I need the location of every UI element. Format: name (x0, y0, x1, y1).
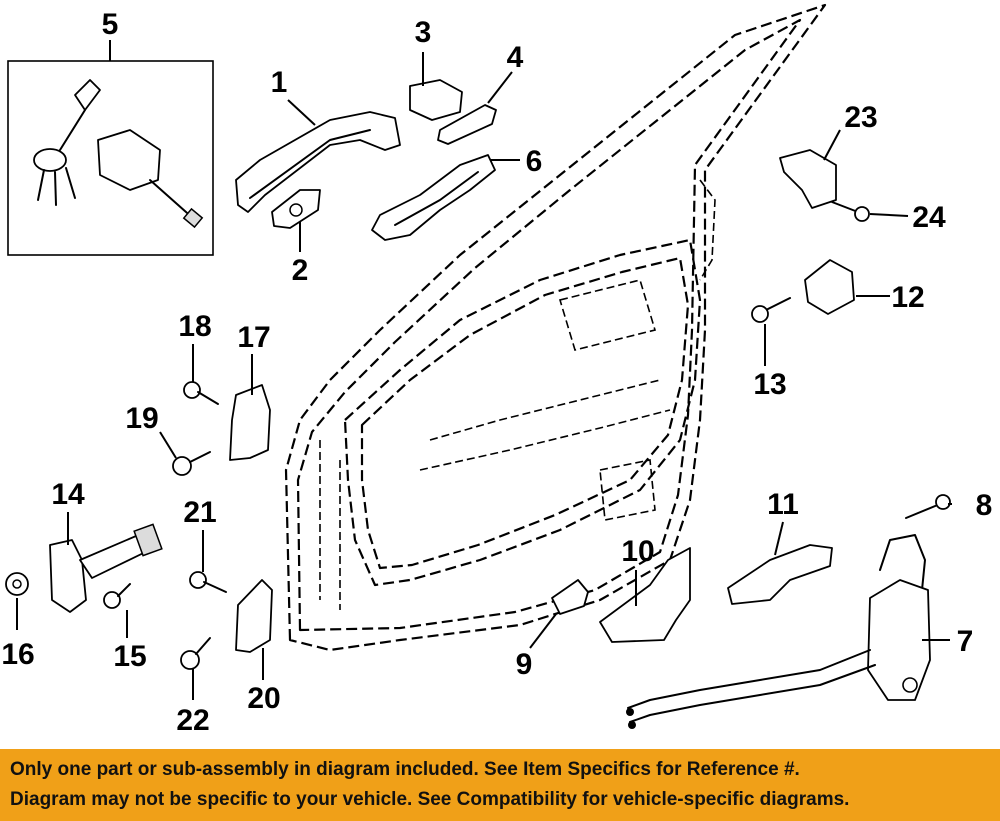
callout-10: 10 (621, 535, 654, 568)
callout-5: 5 (102, 8, 119, 41)
callout-15: 15 (113, 640, 146, 673)
bolt-19 (172, 451, 211, 476)
callout-12: 12 (891, 281, 924, 314)
latch-cover-10 (599, 547, 691, 643)
screw-24 (831, 201, 870, 222)
callout-4: 4 (507, 41, 524, 74)
upper-hinge-17 (229, 384, 271, 461)
key-lock-set-box (7, 40, 214, 256)
callout-22: 22 (176, 704, 209, 737)
leader-lines (16, 52, 952, 700)
callout-13: 13 (753, 368, 786, 401)
cap-gasket (437, 104, 497, 145)
callout-numbers: 1 2 3 4 5 6 7 8 9 10 11 12 13 14 15 16 1… (1, 8, 992, 737)
bolt-13 (751, 297, 791, 323)
door-parts-diagram: 1 2 3 4 5 6 7 8 9 10 11 12 13 14 15 16 1… (1, 3, 992, 737)
door-shell (284, 3, 827, 652)
gasket-hole (289, 203, 303, 217)
bolt-21 (189, 571, 227, 593)
bolt-22 (180, 637, 211, 670)
callout-24: 24 (912, 201, 946, 234)
striker-bracket-23 (779, 149, 837, 209)
callout-14: 14 (51, 478, 85, 511)
door-striker-12 (804, 259, 855, 315)
callout-6: 6 (526, 145, 543, 178)
callout-9: 9 (516, 648, 533, 681)
callout-18: 18 (178, 310, 211, 343)
callout-16: 16 (1, 638, 34, 671)
callout-11: 11 (767, 488, 799, 521)
callout-8: 8 (976, 489, 993, 522)
callout-19: 19 (125, 402, 158, 435)
bolt-15 (103, 583, 131, 609)
disclaimer-line-1: Only one part or sub-assembly in diagram… (10, 759, 800, 780)
latch-shield-11 (727, 544, 833, 605)
lower-hinge-20 (235, 579, 273, 653)
clip-9 (551, 579, 589, 615)
door-latch-assembly-7 (626, 534, 931, 729)
outside-door-handle (235, 111, 401, 213)
callout-17: 17 (237, 321, 270, 354)
callout-7: 7 (957, 625, 974, 658)
callout-2: 2 (292, 254, 309, 287)
callout-21: 21 (183, 496, 216, 529)
callout-1: 1 (271, 66, 288, 99)
bolt-18 (183, 381, 219, 405)
handle-frame-bracket (371, 154, 496, 241)
callout-20: 20 (247, 682, 280, 715)
handle-end-cap (409, 79, 463, 121)
callout-23: 23 (844, 101, 877, 134)
door-check-14 (49, 523, 163, 613)
callout-3: 3 (415, 16, 432, 49)
disclaimer-line-2: Diagram may not be specific to your vehi… (10, 789, 850, 810)
nut-16 (5, 572, 29, 596)
bolt-8 (905, 494, 951, 519)
disclaimer-banner: Only one part or sub-assembly in diagram… (0, 749, 1000, 821)
